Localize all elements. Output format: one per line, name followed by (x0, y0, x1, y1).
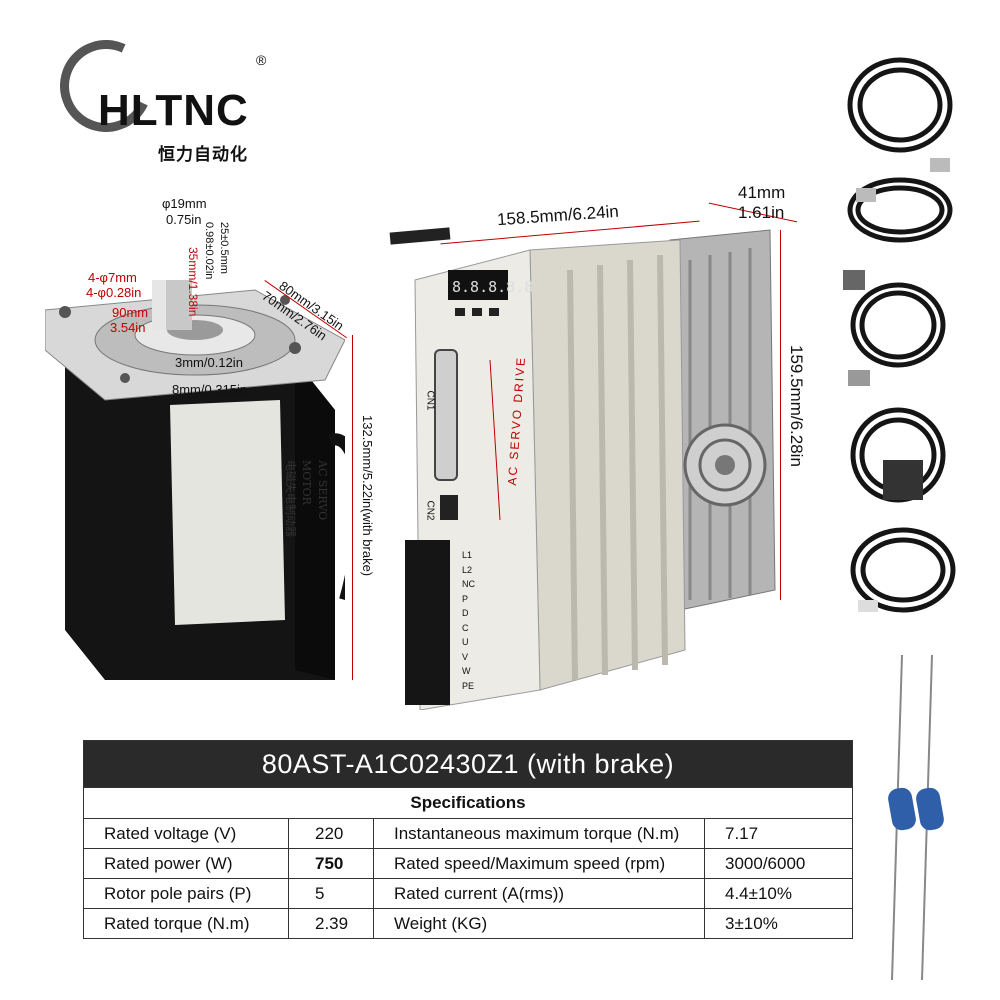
motor-length: 132.5mm/5.22in(with brake) (360, 415, 375, 577)
mounting-hole-in: 4-φ0.28in (86, 285, 142, 300)
specifications-table: 80AST-A1C02430Z1 (with brake) Specificat… (83, 740, 853, 939)
drive-depth-in: 1.61in (738, 203, 785, 222)
drive-depth-mm: 41mm (738, 183, 786, 202)
shaft-diameter-in: 0.75in (166, 212, 202, 227)
spec-value: 5 (288, 878, 374, 909)
terminal-w: W (462, 666, 471, 676)
drive-height: 159.5mm/6.28in (787, 345, 806, 467)
logo-subtitle: 恒力自动化 (158, 145, 248, 164)
terminal-nc: NC (462, 579, 475, 589)
motor-nameplate: AC SERVO MOTOR 电磁失电制动器 (130, 460, 330, 560)
terminal-l2: L2 (462, 564, 473, 575)
drive-display: 8.8.8.8.8 (452, 278, 534, 296)
table-row: Rotor pole pairs (P) 5 Rated current (A(… (83, 878, 853, 909)
terminal-d: D (462, 608, 469, 618)
terminal-v: V (462, 651, 469, 662)
spec-value: 3±10% (704, 908, 853, 939)
spec-label: Rated speed/Maximum speed (rpm) (373, 848, 705, 879)
table-row: Rated torque (N.m) 2.39 Weight (KG) 3±10… (83, 908, 853, 939)
spec-value: 3000/6000 (704, 848, 853, 879)
spec-value: 7.17 (704, 818, 853, 849)
spec-label: Rated power (W) (83, 848, 289, 879)
terminal-c: C (462, 622, 469, 633)
motor-length-line (352, 335, 353, 680)
resistor-accessories-image (888, 654, 944, 981)
pcd-in: 3.54in (110, 320, 146, 335)
cable-accessories-image (843, 57, 956, 613)
servo-motor-image (45, 280, 345, 680)
shaft-diameter-mm: φ19mm (162, 196, 207, 211)
spec-label: Rated torque (N.m) (83, 908, 289, 939)
motor-label-line-2: 电磁失电制动器 (284, 460, 297, 537)
terminal-u: U (462, 637, 469, 647)
table-row: Rated voltage (V) 220 Instantaneous maxi… (83, 818, 853, 849)
specifications-heading: Specifications (83, 787, 853, 819)
spec-label: Rated current (A(rms)) (373, 878, 705, 909)
spec-label: Weight (KG) (373, 908, 705, 939)
port-cn2-label: CN2 (424, 500, 436, 521)
port-cn1-label: CN1 (424, 390, 436, 411)
spec-value: 220 (288, 818, 374, 849)
motor-label-line-1: AC SERVO MOTOR (300, 460, 329, 521)
model-title: 80AST-A1C02430Z1 (with brake) (83, 740, 853, 788)
table-row: Rated power (W) 750 Rated speed/Maximum … (83, 848, 853, 879)
terminal-p: P (462, 593, 469, 604)
spec-value: 750 (288, 848, 374, 879)
terminal-labels: L1 L2 NC P D C U V W PE (462, 548, 475, 693)
key-length-in: 0.98±0.02in (203, 222, 215, 280)
spec-value: 2.39 (288, 908, 374, 939)
flange-thickness: 8mm/0.315in (172, 382, 248, 397)
registered-mark: ® (256, 52, 267, 68)
drive-height-line (780, 230, 781, 600)
spec-label: Instantaneous maximum torque (N.m) (373, 818, 705, 849)
key-length: 25±0.5mm (218, 222, 230, 274)
logo-brand-text: HLTNC (98, 86, 249, 135)
pcd-mm: 90mm (112, 305, 149, 320)
spec-label: Rated voltage (V) (83, 818, 289, 849)
shaft-length: 35mm/1.38in (186, 247, 200, 317)
brand-logo: HLTNC ® 恒力自动化 (47, 27, 290, 164)
spec-value: 4.4±10% (704, 878, 853, 909)
terminal-pe: PE (462, 680, 475, 691)
mounting-hole-mm: 4-φ7mm (88, 270, 137, 285)
terminal-l1: L1 (462, 550, 473, 560)
spec-label: Rotor pole pairs (P) (83, 878, 289, 909)
step-size: 3mm/0.12in (175, 355, 243, 370)
servo-drive-image (389, 227, 776, 710)
